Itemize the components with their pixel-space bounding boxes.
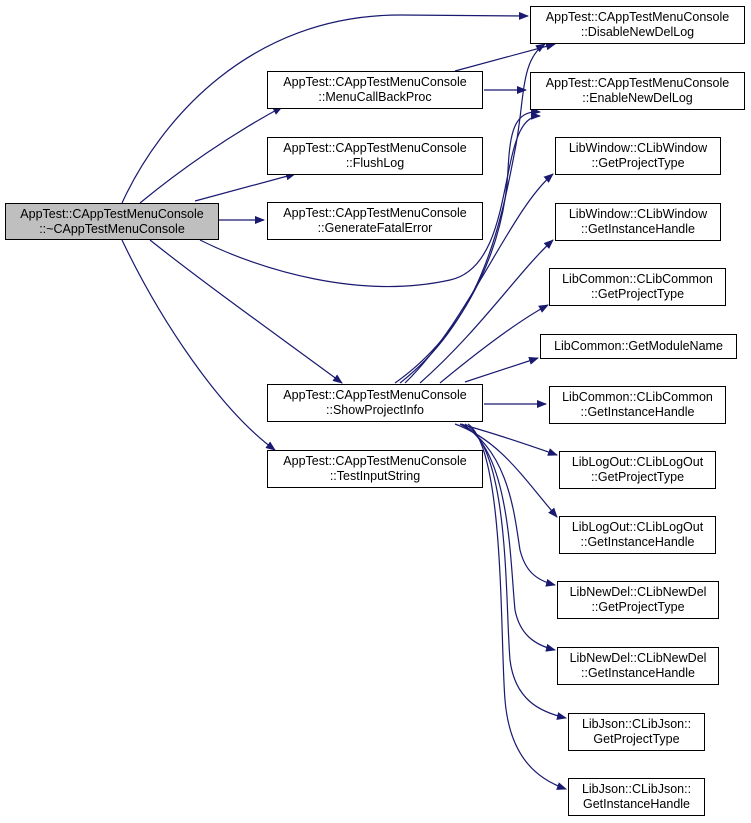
node-generatefatalerror[interactable]: AppTest::CAppTestMenuConsole ::GenerateF… xyxy=(267,202,483,240)
node-disablenewdellog[interactable]: AppTest::CAppTestMenuConsole ::DisableNe… xyxy=(530,6,745,44)
node-showprojectinfo-line1: AppTest::CAppTestMenuConsole xyxy=(283,388,467,402)
edge-root-showprojectinfo xyxy=(149,239,343,384)
node-libwindow-getinstancehandle[interactable]: LibWindow::CLibWindow ::GetInstanceHandl… xyxy=(555,203,721,241)
edge-root-testinputstring xyxy=(121,239,276,451)
edge-showprojectinfo-libwindow-projecttype xyxy=(404,173,554,384)
node-libcommon-getinstancehandle[interactable]: LibCommon::CLibCommon ::GetInstanceHandl… xyxy=(549,386,726,424)
node-enablenewdellog-line1: AppTest::CAppTestMenuConsole xyxy=(545,76,730,90)
node-destructor-line1: AppTest::CAppTestMenuConsole xyxy=(20,206,204,221)
node-libwindow-getprojecttype-line2: ::GetProjectType xyxy=(591,156,685,170)
edge-root-disable-newdellog xyxy=(121,11,529,204)
node-flushlog[interactable]: AppTest::CAppTestMenuConsole ::FlushLog xyxy=(267,137,483,175)
node-libnewdel-getprojecttype[interactable]: LibNewDel::CLibNewDel ::GetProjectType xyxy=(557,581,719,619)
node-disablenewdellog-line1: AppTest::CAppTestMenuConsole xyxy=(545,10,730,24)
node-libwindow-getinstancehandle-line2: ::GetInstanceHandle xyxy=(581,222,695,236)
node-libnewdel-getinstancehandle[interactable]: LibNewDel::CLibNewDel ::GetInstanceHandl… xyxy=(557,647,719,685)
edge-root-menucallback xyxy=(139,106,283,204)
node-libwindow-getinstancehandle-line1: LibWindow::CLibWindow xyxy=(568,207,708,221)
node-destructor-line2: ::~CAppTestMenuConsole xyxy=(39,221,185,236)
node-enablenewdellog[interactable]: AppTest::CAppTestMenuConsole ::EnableNew… xyxy=(530,72,745,110)
node-menucallbackproc-line2: ::MenuCallBackProc xyxy=(318,90,432,104)
node-liblogout-getinstancehandle[interactable]: LibLogOut::CLibLogOut ::GetInstanceHandl… xyxy=(559,516,716,554)
edge-showprojectinfo-libjson-instance xyxy=(467,423,567,790)
node-libcommon-getprojecttype[interactable]: LibCommon::CLibCommon ::GetProjectType xyxy=(549,268,726,306)
edge-showprojectinfo-libcommon-projecttype xyxy=(439,304,549,384)
node-liblogout-getinstancehandle-line2: ::GetInstanceHandle xyxy=(580,535,695,549)
node-libnewdel-getinstancehandle-line1: LibNewDel::CLibNewDel xyxy=(569,651,707,665)
node-flushlog-line2: ::FlushLog xyxy=(345,156,405,170)
node-libwindow-getprojecttype[interactable]: LibWindow::CLibWindow ::GetProjectType xyxy=(555,137,721,175)
edge-showprojectinfo-libjson-projecttype xyxy=(464,423,567,720)
node-menucallbackproc-line1: AppTest::CAppTestMenuConsole xyxy=(283,75,467,89)
node-testinputstring[interactable]: AppTest::CAppTestMenuConsole ::TestInput… xyxy=(267,450,483,488)
node-liblogout-getprojecttype[interactable]: LibLogOut::CLibLogOut ::GetProjectType xyxy=(559,451,716,489)
node-libcommon-getprojecttype-line1: LibCommon::CLibCommon xyxy=(562,272,713,286)
node-enablenewdellog-line2: ::EnableNewDelLog xyxy=(582,91,693,105)
node-libcommon-getprojecttype-line2: ::GetProjectType xyxy=(590,287,685,301)
node-libjson-getinstancehandle[interactable]: LibJson::CLibJson:: GetInstanceHandle xyxy=(568,778,705,816)
node-libjson-getinstancehandle-line1: LibJson::CLibJson:: xyxy=(581,782,692,796)
node-libnewdel-getprojecttype-line2: ::GetProjectType xyxy=(591,600,685,614)
edge-root-flushlog xyxy=(194,172,296,202)
node-libjson-getprojecttype-line2: GetProjectType xyxy=(593,732,680,746)
node-libcommon-getinstancehandle-line2: ::GetInstanceHandle xyxy=(580,405,695,419)
edge-showprojectinfo-libcommon-modulename xyxy=(464,357,539,383)
node-flushlog-line1: AppTest::CAppTestMenuConsole xyxy=(283,141,467,155)
node-testinputstring-line2: ::TestInputString xyxy=(329,469,421,483)
node-showprojectinfo-line2: ::ShowProjectInfo xyxy=(326,403,424,417)
node-libnewdel-getprojecttype-line1: LibNewDel::CLibNewDel xyxy=(569,585,707,599)
node-destructor: AppTest::CAppTestMenuConsole ::~CAppTest… xyxy=(5,203,219,240)
edge-showprojectinfo-libnewdel-instance xyxy=(461,423,556,652)
edge-root-enablenewdellog xyxy=(199,111,541,288)
node-libjson-getinstancehandle-line2: GetInstanceHandle xyxy=(582,797,690,811)
node-generatefatalerror-line2: ::GenerateFatalError xyxy=(317,221,433,235)
node-generatefatalerror-line1: AppTest::CAppTestMenuConsole xyxy=(283,206,467,220)
node-libcommon-getinstancehandle-line1: LibCommon::CLibCommon xyxy=(562,390,713,404)
node-liblogout-getinstancehandle-line1: LibLogOut::CLibLogOut xyxy=(571,520,704,534)
node-disablenewdellog-line2: ::DisableNewDelLog xyxy=(580,25,695,39)
node-menucallbackproc[interactable]: AppTest::CAppTestMenuConsole ::MenuCallB… xyxy=(267,71,483,109)
node-libjson-getprojecttype-line1: LibJson::CLibJson:: xyxy=(581,717,692,731)
node-libjson-getprojecttype[interactable]: LibJson::CLibJson:: GetProjectType xyxy=(568,713,705,751)
node-libnewdel-getinstancehandle-line2: ::GetInstanceHandle xyxy=(581,666,695,680)
edge-showprojectinfo-libnewdel-projecttype xyxy=(459,423,556,587)
node-liblogout-getprojecttype-line2: ::GetProjectType xyxy=(590,470,685,484)
node-liblogout-getprojecttype-line1: LibLogOut::CLibLogOut xyxy=(571,455,704,469)
edges-group xyxy=(121,11,567,790)
node-showprojectinfo[interactable]: AppTest::CAppTestMenuConsole ::ShowProje… xyxy=(267,384,483,422)
node-libcommon-getmodulename[interactable]: LibCommon::GetModuleName xyxy=(540,334,737,359)
node-libwindow-getprojecttype-line1: LibWindow::CLibWindow xyxy=(568,141,708,155)
node-testinputstring-line1: AppTest::CAppTestMenuConsole xyxy=(283,454,467,468)
edge-showprojectinfo-libwindow-instance xyxy=(419,239,554,384)
node-libcommon-getmodulename-line1: LibCommon::GetModuleName xyxy=(554,339,723,353)
